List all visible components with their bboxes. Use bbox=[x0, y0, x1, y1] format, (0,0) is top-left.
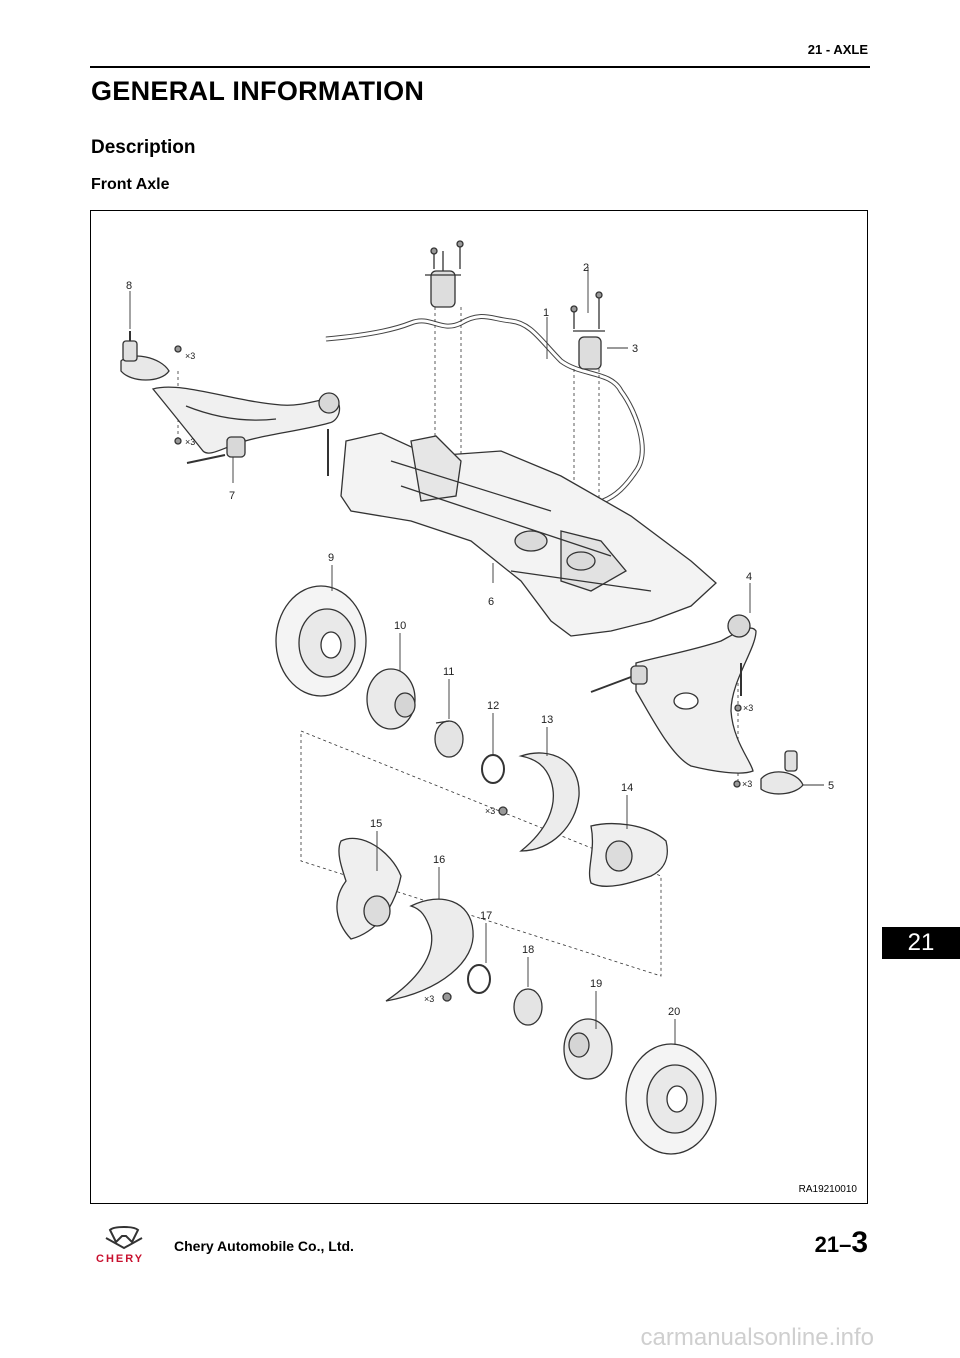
chery-logo-icon: CHERY bbox=[96, 1226, 144, 1265]
callout-17: 17 bbox=[480, 910, 492, 922]
figure-code: RA19210010 bbox=[798, 1184, 857, 1195]
qty-mark: ×3 bbox=[743, 703, 753, 713]
callout-8: 8 bbox=[126, 280, 132, 292]
page-prefix: 21– bbox=[814, 1232, 852, 1257]
page-number-value: 3 bbox=[851, 1226, 868, 1259]
qty-mark: ×3 bbox=[185, 437, 195, 447]
callout-13: 13 bbox=[541, 714, 553, 726]
header-rule bbox=[90, 66, 870, 68]
watermark: carmanualsonline.info bbox=[640, 1324, 874, 1351]
callout-10: 10 bbox=[394, 620, 406, 632]
qty-mark: ×3 bbox=[485, 806, 495, 816]
front-axle-diagram: 8 2 1 3 4 5 6 7 9 10 11 12 13 14 15 16 1… bbox=[90, 210, 868, 1204]
exploded-view-drawing: 8 2 1 3 4 5 6 7 9 10 11 12 13 14 15 16 1… bbox=[120, 240, 834, 1155]
callout-14: 14 bbox=[621, 782, 633, 794]
page-title: GENERAL INFORMATION bbox=[91, 76, 425, 106]
qty-mark: ×3 bbox=[185, 351, 195, 361]
callout-18: 18 bbox=[522, 944, 534, 956]
subtitle: Description bbox=[91, 137, 196, 158]
callout-2: 2 bbox=[583, 262, 589, 274]
callout-3: 3 bbox=[632, 343, 638, 355]
callout-11: 11 bbox=[443, 666, 454, 678]
callout-16: 16 bbox=[433, 854, 445, 866]
qty-mark: ×3 bbox=[742, 779, 752, 789]
page-number: 21–3 bbox=[815, 1226, 868, 1260]
callout-4: 4 bbox=[746, 571, 752, 583]
callout-12: 12 bbox=[487, 700, 499, 712]
header-section: 21 - AXLE bbox=[807, 42, 868, 57]
callout-5: 5 bbox=[828, 780, 834, 792]
callout-15: 15 bbox=[370, 818, 382, 830]
footer-brand: CHERY bbox=[96, 1253, 144, 1265]
callout-20: 20 bbox=[668, 1006, 680, 1018]
footer-company: Chery Automobile Co., Ltd. bbox=[174, 1238, 354, 1254]
chapter-tab: 21 bbox=[882, 927, 960, 959]
callout-9: 9 bbox=[328, 552, 334, 564]
callout-19: 19 bbox=[590, 978, 602, 990]
section-heading: Front Axle bbox=[91, 176, 170, 193]
callout-1: 1 bbox=[543, 307, 549, 319]
qty-mark: ×3 bbox=[424, 994, 434, 1004]
callout-7: 7 bbox=[229, 490, 235, 502]
callout-6: 6 bbox=[488, 596, 494, 608]
